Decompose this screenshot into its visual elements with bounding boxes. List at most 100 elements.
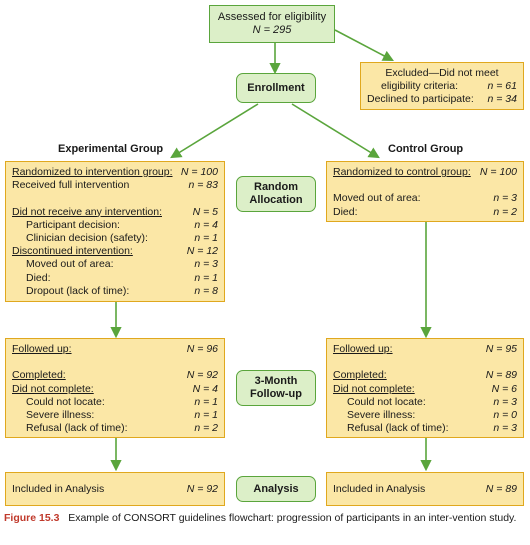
exp-follow-row: Refusal (lack of time): n = 2 (12, 422, 218, 435)
figure-caption-text: Example of CONSORT guidelines flowchart:… (68, 512, 517, 524)
control-group-heading: Control Group (388, 143, 464, 155)
exp-follow-row-value: N = 4 (192, 382, 218, 395)
arrow-assessed-to-excluded (334, 29, 394, 62)
exp-follow-row-label: Did not complete: (12, 382, 94, 395)
ctrl-follow-row: Did not complete: N = 6 (333, 383, 517, 396)
exp-alloc-row-label: Did not receive any intervention: (12, 205, 162, 218)
ctrl-alloc-row-label: Died: (333, 205, 358, 218)
ctrl-alloc-row-value: n = 3 (493, 192, 517, 205)
ctrl-follow-row-value: N = 89 (485, 369, 517, 382)
ctrl-alloc-row (333, 179, 517, 192)
ctrl-alloc-row-label: Randomized to control group: (333, 166, 471, 178)
exp-alloc-row (12, 192, 218, 205)
exp-follow-row: Completed: N = 92 (12, 369, 218, 382)
followup-line1: 3-Month (254, 375, 298, 387)
assessed-box: Assessed for eligibility N = 295 (209, 5, 335, 43)
exp-alloc-row-label: Randomized to intervention group: (12, 166, 173, 178)
exp-alloc-row-label: Discontinued intervention: (12, 245, 133, 258)
ctrl-alloc-row: Died: n = 2 (333, 206, 517, 219)
exp-alloc-row-value: n = 4 (194, 218, 218, 231)
exp-alloc-row-label: Received full intervention (12, 179, 130, 192)
exp-alloc-row-value: n = 1 (194, 271, 218, 284)
random-allocation-line1: Random (254, 181, 298, 193)
exp-alloc-row-value: n = 83 (188, 179, 219, 192)
arrow-enrollment-to-experimental (170, 103, 259, 159)
exp-alloc-row: Received full intervention n = 83 (12, 179, 218, 192)
exp-alloc-row: Discontinued intervention: N = 12 (12, 245, 218, 258)
exp-alloc-row-value: N = 12 (186, 245, 218, 258)
ctrl-follow-row-label: Severe illness: (347, 409, 416, 421)
excluded-box: Excluded—Did not meet eligibility criter… (360, 62, 524, 110)
exp-alloc-row-label: Participant decision: (26, 218, 120, 231)
arrow-enrollment-to-control (291, 103, 380, 159)
exp-follow-row-label: Completed: (12, 369, 66, 382)
ctrl-follow-row-label: Refusal (lack of time): (347, 422, 449, 435)
exp-follow-row-value: n = 1 (194, 395, 218, 408)
exp-follow-row: Could not locate: n = 1 (12, 396, 218, 409)
ctrl-alloc-row: Randomized to control group:N = 100 (333, 166, 517, 179)
exp-follow-row: Did not complete: N = 4 (12, 383, 218, 396)
ctrl-alloc-row-value: n = 2 (493, 205, 517, 218)
followup-line2: Follow-up (250, 388, 302, 400)
exp-follow-row-label: Refusal (lack of time): (26, 422, 128, 435)
excluded-criteria-label: eligibility criteria: (381, 80, 459, 92)
ctrl-follow-row-value: N = 95 (485, 343, 517, 355)
exp-follow-row-label: Could not locate: (26, 395, 105, 408)
ctrl-analysis-value: N = 89 (485, 483, 517, 495)
random-allocation-line2: Allocation (249, 194, 303, 206)
exp-analysis-label: Included in Analysis (12, 483, 105, 495)
exp-follow-row-value: N = 96 (186, 343, 218, 355)
ctrl-follow-row: Refusal (lack of time): n = 3 (333, 422, 517, 435)
ctrl-alloc-row: Moved out of area: n = 3 (333, 192, 517, 205)
enrollment-label: Enrollment (247, 81, 305, 94)
ctrl-follow-row (333, 356, 517, 369)
ctrl-follow-row-value: n = 0 (493, 409, 517, 421)
followup-stage: 3-Month Follow-up (236, 370, 316, 406)
ctrl-alloc-row-label: Moved out of area: (333, 192, 421, 205)
control-analysis-box: Included in Analysis N = 89 (326, 472, 524, 506)
exp-follow-row (12, 356, 218, 369)
exp-alloc-row: Did not receive any intervention: N = 5 (12, 206, 218, 219)
exp-alloc-row-label: Clinician decision (safety): (26, 232, 148, 244)
excluded-title: Excluded—Did not meet (385, 67, 499, 79)
exp-alloc-row-value: n = 8 (194, 284, 218, 297)
exp-follow-row: Severe illness: n = 1 (12, 409, 218, 422)
experimental-group-heading: Experimental Group (58, 143, 164, 155)
random-allocation-stage: Random Allocation (236, 176, 316, 212)
ctrl-follow-row-label: Followed up: (333, 343, 393, 355)
exp-alloc-row: Clinician decision (safety): n = 1 (12, 232, 218, 245)
exp-follow-row-label: Followed up: (12, 343, 72, 355)
exp-alloc-row-label: Died: (26, 271, 51, 284)
exp-alloc-row: Randomized to intervention group: N = 100 (12, 166, 218, 179)
exp-follow-row-value: N = 92 (186, 369, 218, 382)
exp-follow-row-label: Severe illness: (26, 409, 95, 421)
exp-follow-row-value: n = 1 (194, 409, 218, 421)
exp-alloc-row-value: N = 100 (180, 166, 218, 178)
analysis-label: Analysis (253, 482, 299, 495)
ctrl-follow-row: Followed up: N = 95 (333, 343, 517, 356)
exp-alloc-row: Dropout (lack of time): n = 8 (12, 285, 218, 298)
exp-alloc-row: Moved out of area:n = 3 (12, 258, 218, 271)
ctrl-follow-row-value: n = 3 (493, 395, 517, 408)
exp-analysis-value: N = 92 (186, 483, 218, 495)
exp-alloc-row-label: Dropout (lack of time): (26, 284, 130, 297)
ctrl-follow-row-label: Could not locate: (347, 395, 426, 408)
ctrl-follow-row-label: Did not complete: (333, 382, 415, 395)
excluded-criteria-value: n = 61 (487, 80, 518, 92)
exp-follow-row-value: n = 2 (194, 422, 218, 435)
analysis-stage: Analysis (236, 476, 316, 502)
ctrl-follow-row-value: N = 6 (491, 382, 517, 395)
excluded-declined-label: Declined to participate: (367, 93, 474, 105)
exp-alloc-row-label: Moved out of area: (26, 258, 114, 271)
exp-alloc-row-value: n = 1 (194, 232, 218, 244)
exp-follow-row: Followed up: N = 96 (12, 343, 218, 356)
ctrl-follow-row: Severe illness: n = 0 (333, 409, 517, 422)
ctrl-follow-row-value: n = 3 (493, 422, 517, 435)
exp-alloc-row-value: N = 5 (192, 205, 218, 218)
figure-caption: Figure 15.3 Example of CONSORT guideline… (4, 512, 524, 525)
enrollment-stage: Enrollment (236, 73, 316, 103)
exp-alloc-row: Participant decision: n = 4 (12, 219, 218, 232)
